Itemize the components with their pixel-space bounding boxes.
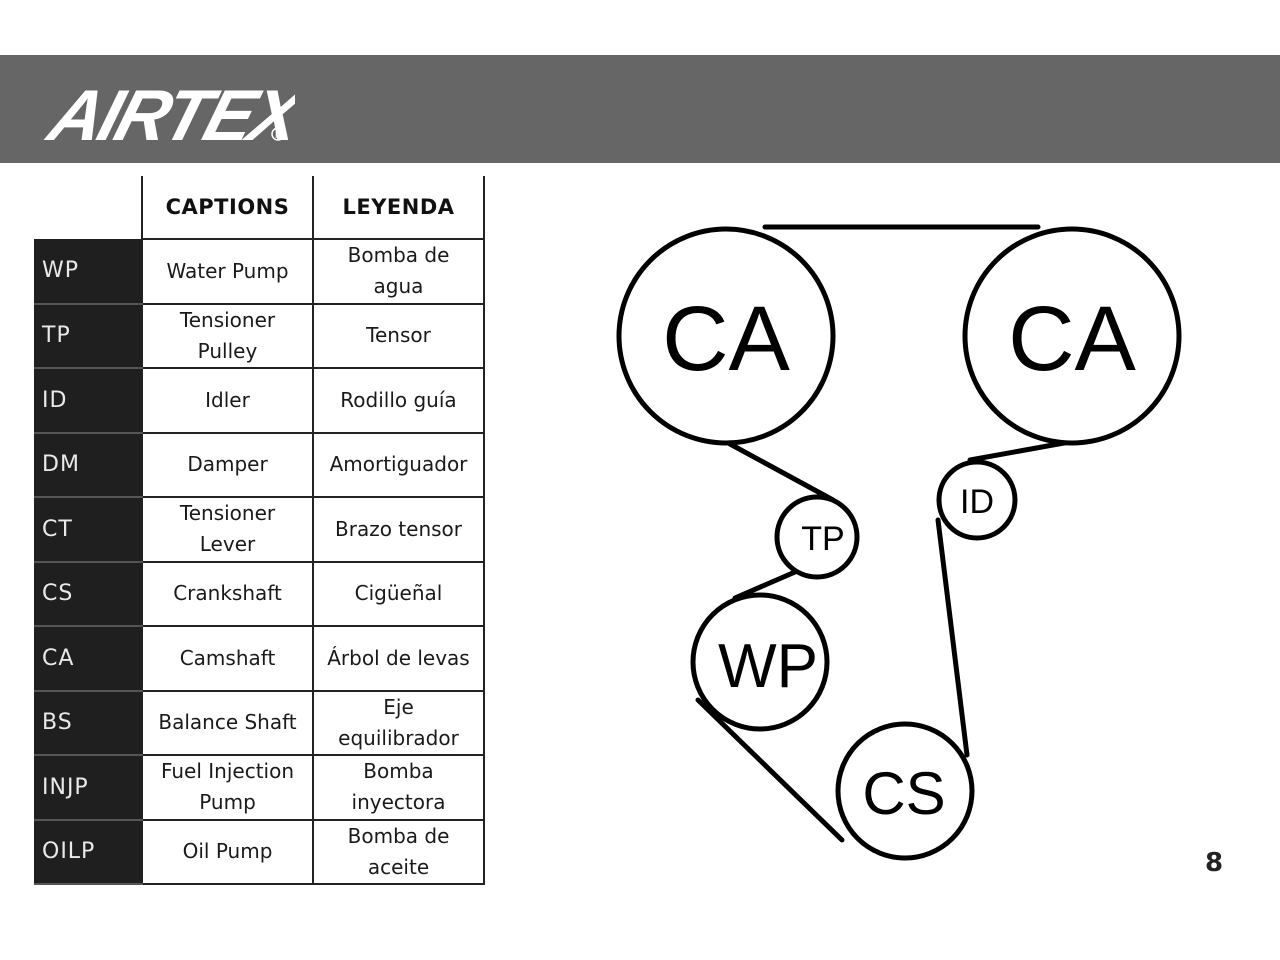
label-ca-right: CA: [1008, 288, 1136, 390]
leyenda-line: Bomba de: [347, 823, 450, 848]
row-caption: Idler: [141, 367, 314, 434]
leyenda-line: Árbol de levas: [327, 645, 470, 670]
row-code: DM: [34, 432, 142, 498]
label-cs: CS: [862, 760, 945, 827]
caption-line: Pump: [199, 790, 256, 815]
row-code: CT: [34, 497, 142, 563]
pulley-id: ID: [936, 459, 1018, 541]
row-leyenda: Eje equilibrador: [312, 689, 485, 756]
row-caption: Balance Shaft: [141, 689, 314, 756]
row-caption: Damper: [141, 431, 314, 498]
logo-wordmark: AIRTEX: [39, 74, 295, 155]
airtex-logo: AIRTEX R: [30, 60, 295, 160]
table-row: CS Crankshaft Cigüeñal: [34, 560, 485, 627]
leyenda-line: aceite: [367, 854, 430, 879]
row-leyenda: Árbol de levas: [312, 625, 485, 692]
svg-text:R: R: [275, 130, 282, 140]
leyenda-line: Eje: [383, 694, 414, 719]
row-caption: Crankshaft: [141, 560, 314, 627]
row-leyenda: Amortiguador: [312, 431, 485, 498]
leyenda-line: agua: [373, 274, 424, 299]
caption-line: Pulley: [197, 338, 258, 363]
table-corner: [34, 176, 142, 239]
captions-header: CAPTIONS: [141, 176, 314, 240]
table-row: WP Water Pump Bomba de agua: [34, 238, 485, 305]
caption-line: Damper: [187, 452, 268, 477]
pulley-tp: TP: [774, 494, 860, 580]
pulley-ca-right: CA: [962, 226, 1182, 446]
leyenda-line: Bomba de: [347, 243, 450, 268]
header-bar: [0, 55, 1280, 163]
row-leyenda: Bomba de aceite: [312, 818, 485, 885]
caption-line: Crankshaft: [173, 581, 282, 606]
row-code: INJP: [34, 755, 142, 821]
row-leyenda: Tensor: [312, 302, 485, 369]
table-header-row: CAPTIONS LEYENDA: [34, 176, 485, 240]
leyenda-line: inyectora: [351, 790, 446, 815]
caption-line: Balance Shaft: [158, 710, 297, 735]
label-id: ID: [960, 483, 994, 521]
table-row: CA Camshaft Árbol de levas: [34, 625, 485, 692]
leyenda-line: Rodillo guía: [340, 387, 457, 412]
row-leyenda: Cigüeñal: [312, 560, 485, 627]
leyenda-line: Bomba: [363, 759, 434, 784]
row-caption: Water Pump: [141, 238, 314, 305]
table-row: ID Idler Rodillo guía: [34, 367, 485, 434]
caption-line: Lever: [199, 532, 256, 557]
table-row: BS Balance Shaft Eje equilibrador: [34, 689, 485, 756]
caption-line: Water Pump: [166, 258, 289, 283]
caption-line: Camshaft: [179, 645, 276, 670]
row-leyenda: Bomba inyectora: [312, 754, 485, 821]
leyenda-line: Cigüeñal: [354, 581, 443, 606]
row-code: CS: [34, 561, 142, 627]
row-leyenda: Bomba de agua: [312, 238, 485, 305]
caption-line: Idler: [205, 387, 250, 412]
label-ca-left: CA: [662, 288, 790, 390]
row-code: WP: [34, 239, 142, 305]
leyenda-line: Tensor: [366, 323, 431, 348]
row-code: ID: [34, 368, 142, 434]
caption-line: Tensioner: [179, 307, 276, 332]
row-code: OILP: [34, 819, 142, 885]
leyenda-line: Amortiguador: [329, 452, 468, 477]
leyenda-line: Brazo tensor: [335, 516, 462, 541]
table-row: OILP Oil Pump Bomba de aceite: [34, 818, 485, 885]
row-code: BS: [34, 690, 142, 756]
label-wp: WP: [718, 632, 818, 701]
page-number: 8: [1205, 848, 1224, 878]
row-caption: Camshaft: [141, 625, 314, 692]
pulley-ca-left: CA: [616, 226, 836, 446]
row-leyenda: Brazo tensor: [312, 496, 485, 563]
pulley-cs: CS: [835, 721, 975, 861]
label-tp: TP: [801, 520, 844, 558]
belt-diagram: CA CA ID TP WP CS: [580, 200, 1220, 890]
leyenda-line: equilibrador: [338, 725, 459, 750]
row-code: TP: [34, 303, 142, 369]
caption-line: Fuel Injection: [160, 759, 295, 784]
caption-line: Tensioner: [179, 501, 276, 526]
row-caption: Oil Pump: [141, 818, 314, 885]
leyenda-header: LEYENDA: [312, 176, 485, 240]
pulley-wp: WP: [690, 592, 830, 732]
row-code: CA: [34, 626, 142, 692]
row-leyenda: Rodillo guía: [312, 367, 485, 434]
caption-line: Oil Pump: [182, 839, 273, 864]
table-row: DM Damper Amortiguador: [34, 431, 485, 498]
